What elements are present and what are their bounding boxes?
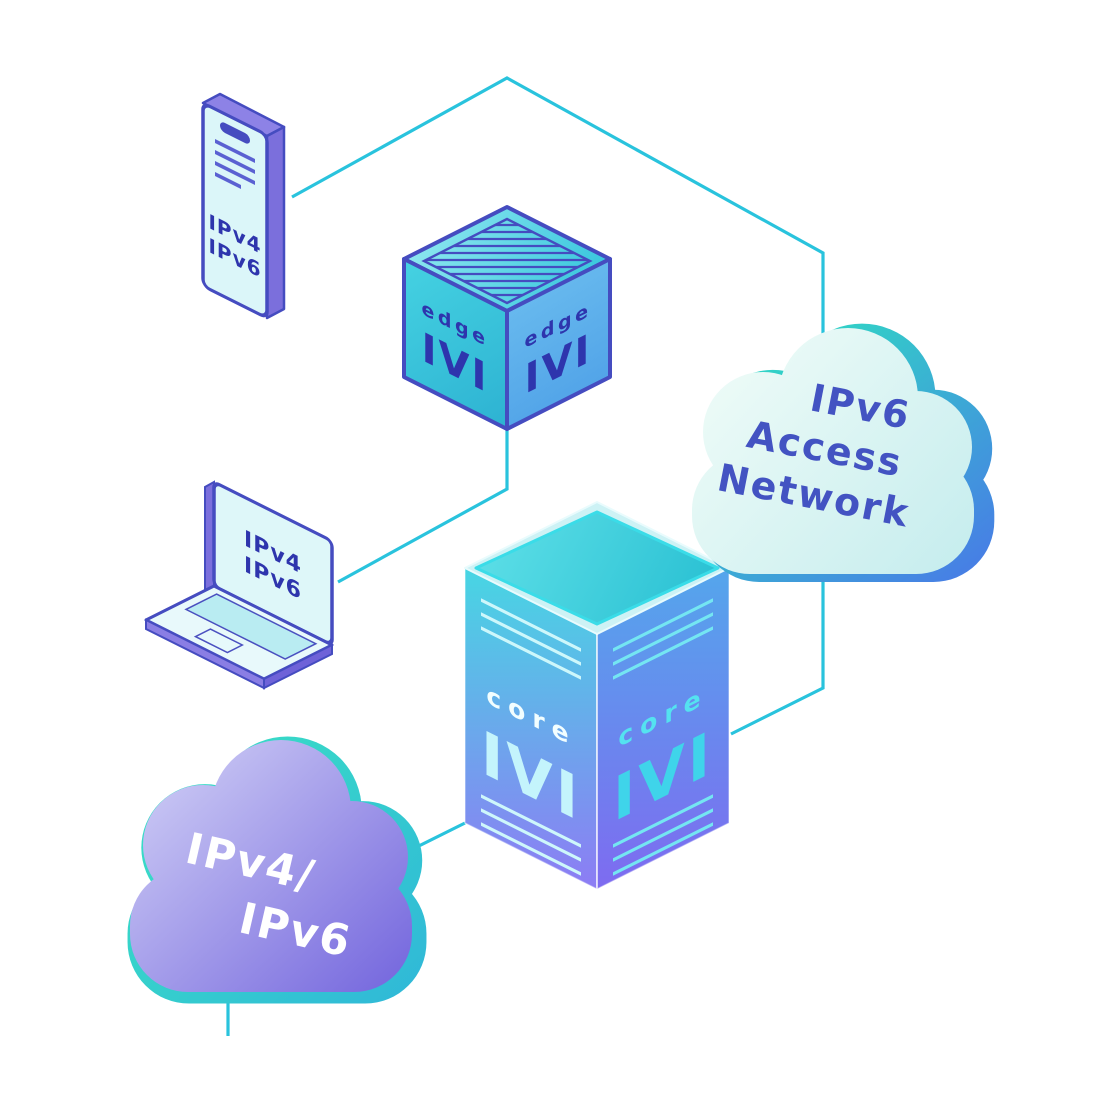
access-cloud-body bbox=[692, 328, 974, 574]
phone-side-face bbox=[265, 125, 286, 320]
laptop-node: IPv4 IPv6 bbox=[144, 480, 334, 690]
core-server-vent-lines bbox=[481, 794, 581, 876]
phone-node: IPv4 IPv6 bbox=[201, 92, 286, 320]
phone-screen-line bbox=[215, 150, 255, 175]
laptop-base-side bbox=[263, 643, 333, 690]
laptop-trackpad bbox=[193, 628, 244, 654]
dual-stack-cloud-body bbox=[130, 740, 412, 992]
core-router-node: core IVI core IVI bbox=[464, 501, 730, 891]
edge-cube-top-vents bbox=[424, 223, 590, 297]
core-server-vent-lines bbox=[613, 598, 713, 680]
phone-notch bbox=[220, 122, 250, 144]
phone-to-core-connection-line bbox=[291, 76, 825, 736]
edge-cube-top-inset-border bbox=[421, 217, 593, 305]
phone-screen-line bbox=[215, 172, 241, 190]
core-server-top-inset bbox=[474, 510, 720, 626]
dual-stack-cloud: IPv4/ IPv6 bbox=[127, 736, 427, 1004]
laptop-keyboard bbox=[184, 593, 318, 660]
edge-to-laptop-connection-line bbox=[337, 429, 509, 584]
phone-screen-line bbox=[215, 161, 255, 186]
phone-screen-line bbox=[215, 139, 255, 164]
core-server-vent-lines bbox=[613, 794, 713, 876]
edge-router-node: edge IVI edge IVI bbox=[402, 205, 612, 431]
core-server-vent-lines bbox=[481, 598, 581, 680]
access-network-cloud: IPv6 Access Network bbox=[692, 323, 995, 582]
edge-cube-right-face bbox=[505, 257, 612, 431]
